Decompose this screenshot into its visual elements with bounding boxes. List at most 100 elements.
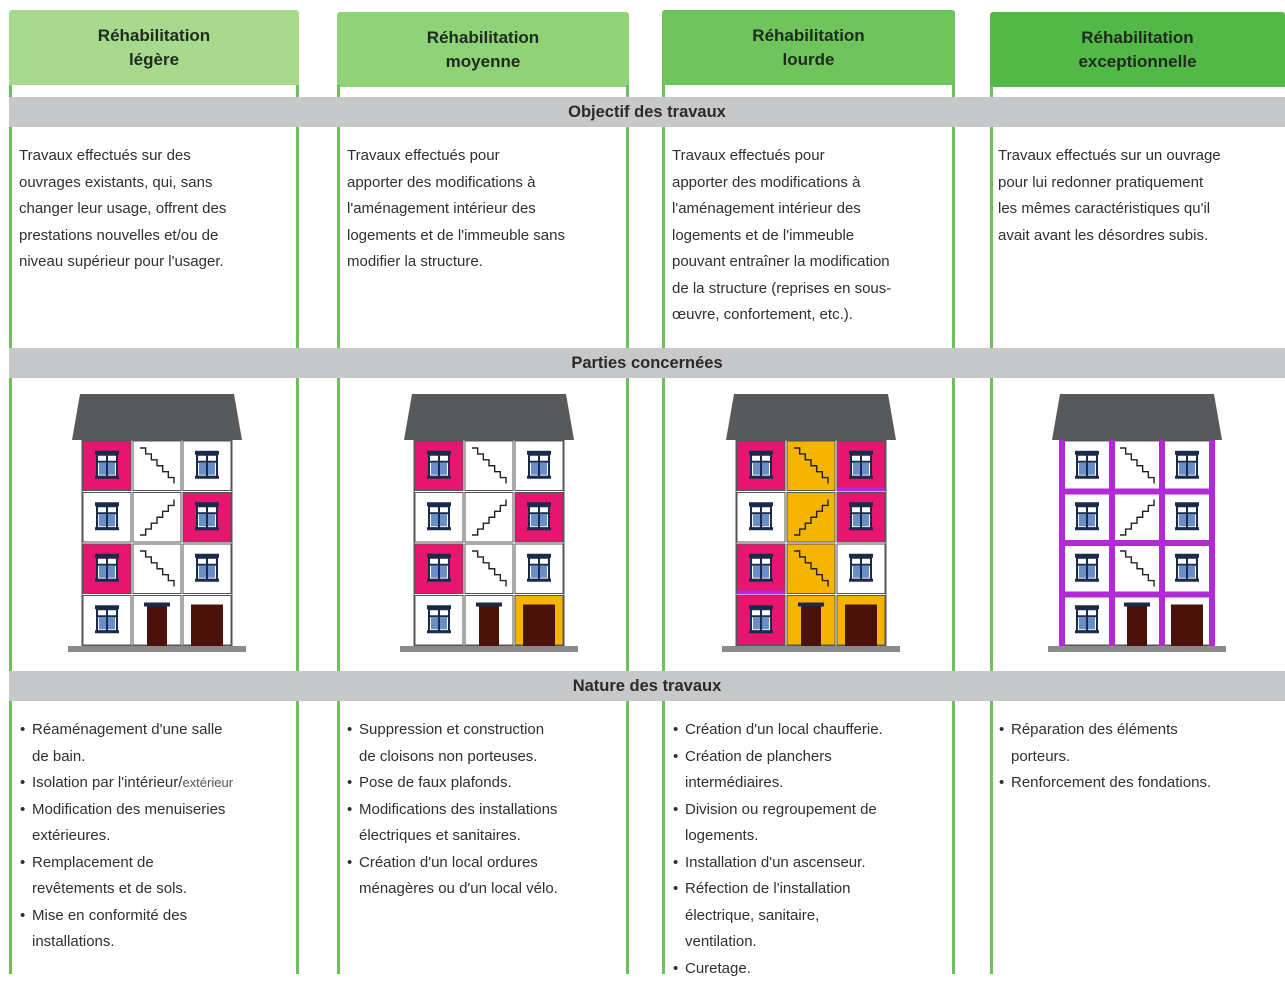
- nature-legere-list: Réaménagement d'une salle de bain. Isola…: [20, 717, 298, 956]
- header-legere: Réhabilitation légère: [9, 10, 299, 85]
- list-item: Modification des menuiseries extérieures…: [20, 797, 298, 850]
- window-icon: [527, 451, 551, 479]
- nature-legere: Réaménagement d'une salle de bain. Isola…: [20, 717, 298, 956]
- nature-exceptionnelle: Réparation des éléments porteurs. Renfor…: [999, 717, 1285, 797]
- column-border: [9, 85, 12, 974]
- window-icon: [1175, 451, 1199, 479]
- structure-beam: [1062, 592, 1212, 598]
- window-icon: [1075, 502, 1099, 530]
- floor-slab: [737, 591, 785, 595]
- main-door-icon: [523, 605, 555, 647]
- window-icon: [195, 502, 219, 530]
- list-item: Division ou regroupement de logements.: [673, 797, 955, 850]
- main-door-icon: [191, 605, 223, 647]
- nature-exceptionnelle-list: Réparation des éléments porteurs. Renfor…: [999, 717, 1285, 797]
- section-objectif: Objectif des travaux: [9, 97, 1285, 127]
- list-item-text: Isolation par l'intérieur/: [32, 774, 182, 791]
- objectif-legere: Travaux effectués sur des ouvrages exist…: [19, 143, 294, 276]
- main-door-icon: [1171, 605, 1203, 647]
- window-icon: [427, 451, 451, 479]
- window-icon: [195, 554, 219, 582]
- column-border: [337, 85, 340, 974]
- window-icon: [1175, 502, 1199, 530]
- main-door-icon: [845, 605, 877, 647]
- window-icon: [749, 451, 773, 479]
- ground: [400, 646, 578, 652]
- small-door-icon: [798, 603, 824, 647]
- window-icon: [749, 502, 773, 530]
- window-icon: [95, 502, 119, 530]
- window-icon: [195, 451, 219, 479]
- list-item: Suppression et construction de cloisons …: [347, 717, 627, 770]
- window-icon: [95, 554, 119, 582]
- header-exceptionnelle: Réhabilitation exceptionnelle: [990, 12, 1285, 87]
- list-item: Création d'un local chaufferie.: [673, 717, 955, 744]
- list-item: Création de planchers intermédiaires.: [673, 744, 955, 797]
- objectif-legere-text: Travaux effectués sur des ouvrages exist…: [19, 143, 294, 276]
- building-lourde: [722, 394, 900, 656]
- window-icon: [1075, 554, 1099, 582]
- objectif-moyenne: Travaux effectués pour apporter des modi…: [347, 143, 627, 276]
- window-icon: [1075, 605, 1099, 633]
- small-door-icon: [1124, 603, 1150, 647]
- roof: [1052, 394, 1222, 440]
- ground: [1048, 646, 1226, 652]
- ground: [68, 646, 246, 652]
- list-item: Curetage.: [673, 956, 955, 982]
- window-icon: [527, 554, 551, 582]
- list-item: Renforcement des fondations.: [999, 770, 1285, 797]
- window-icon: [1175, 554, 1199, 582]
- list-item: Réaménagement d'une salle de bain.: [20, 717, 298, 770]
- building-exceptionnelle: [1048, 394, 1226, 656]
- list-item: Création d'un local ordures ménagères ou…: [347, 850, 627, 903]
- header-legere-title: Réhabilitation légère: [98, 24, 210, 72]
- window-icon: [95, 605, 119, 633]
- nature-moyenne: Suppression et construction de cloisons …: [347, 717, 627, 903]
- section-nature-label: Nature des travaux: [573, 677, 722, 696]
- column-border: [990, 85, 993, 974]
- header-moyenne: Réhabilitation moyenne: [337, 12, 629, 87]
- header-lourde: Réhabilitation lourde: [662, 10, 955, 85]
- list-item: Modifications des installations électriq…: [347, 797, 627, 850]
- section-objectif-label: Objectif des travaux: [568, 103, 726, 122]
- header-exceptionnelle-title: Réhabilitation exceptionnelle: [1078, 26, 1196, 74]
- section-parties-label: Parties concernées: [571, 354, 722, 373]
- list-item: Remplacement de revêtements et de sols.: [20, 850, 298, 903]
- small-door-icon: [476, 603, 502, 647]
- window-icon: [849, 502, 873, 530]
- window-icon: [749, 605, 773, 633]
- small-door-icon: [144, 603, 170, 647]
- nature-moyenne-list: Suppression et construction de cloisons …: [347, 717, 627, 903]
- structure-beam: [1062, 489, 1212, 495]
- list-item: Pose de faux plafonds.: [347, 770, 627, 797]
- structure-beam: [1062, 540, 1212, 546]
- roof: [404, 394, 574, 440]
- ground: [722, 646, 900, 652]
- roof: [726, 394, 896, 440]
- list-item: Installation d'un ascenseur.: [673, 850, 955, 877]
- window-icon: [749, 554, 773, 582]
- building-legere: [68, 394, 246, 656]
- list-item: Réparation des éléments porteurs.: [999, 717, 1285, 770]
- header-moyenne-title: Réhabilitation moyenne: [427, 26, 539, 74]
- window-icon: [1075, 451, 1099, 479]
- list-item: Mise en conformité des installations.: [20, 903, 298, 956]
- list-item-suffix: extérieur: [182, 775, 233, 790]
- building-moyenne: [400, 394, 578, 656]
- window-icon: [527, 502, 551, 530]
- nature-lourde-list: Création d'un local chaufferie. Création…: [673, 717, 955, 982]
- section-parties: Parties concernées: [9, 348, 1285, 378]
- objectif-exceptionnelle: Travaux effectués sur un ouvrage pour lu…: [998, 143, 1285, 249]
- objectif-exceptionnelle-text: Travaux effectués sur un ouvrage pour lu…: [998, 143, 1285, 249]
- roof: [72, 394, 242, 440]
- section-nature: Nature des travaux: [9, 671, 1285, 701]
- objectif-lourde-text: Travaux effectués pour apporter des modi…: [672, 143, 954, 329]
- window-icon: [427, 502, 451, 530]
- window-icon: [95, 451, 119, 479]
- objectif-lourde: Travaux effectués pour apporter des modi…: [672, 143, 954, 329]
- list-item: Isolation par l'intérieur/extérieur: [20, 770, 298, 797]
- column-border: [662, 85, 665, 974]
- window-icon: [427, 605, 451, 633]
- nature-lourde: Création d'un local chaufferie. Création…: [673, 717, 955, 982]
- window-icon: [849, 554, 873, 582]
